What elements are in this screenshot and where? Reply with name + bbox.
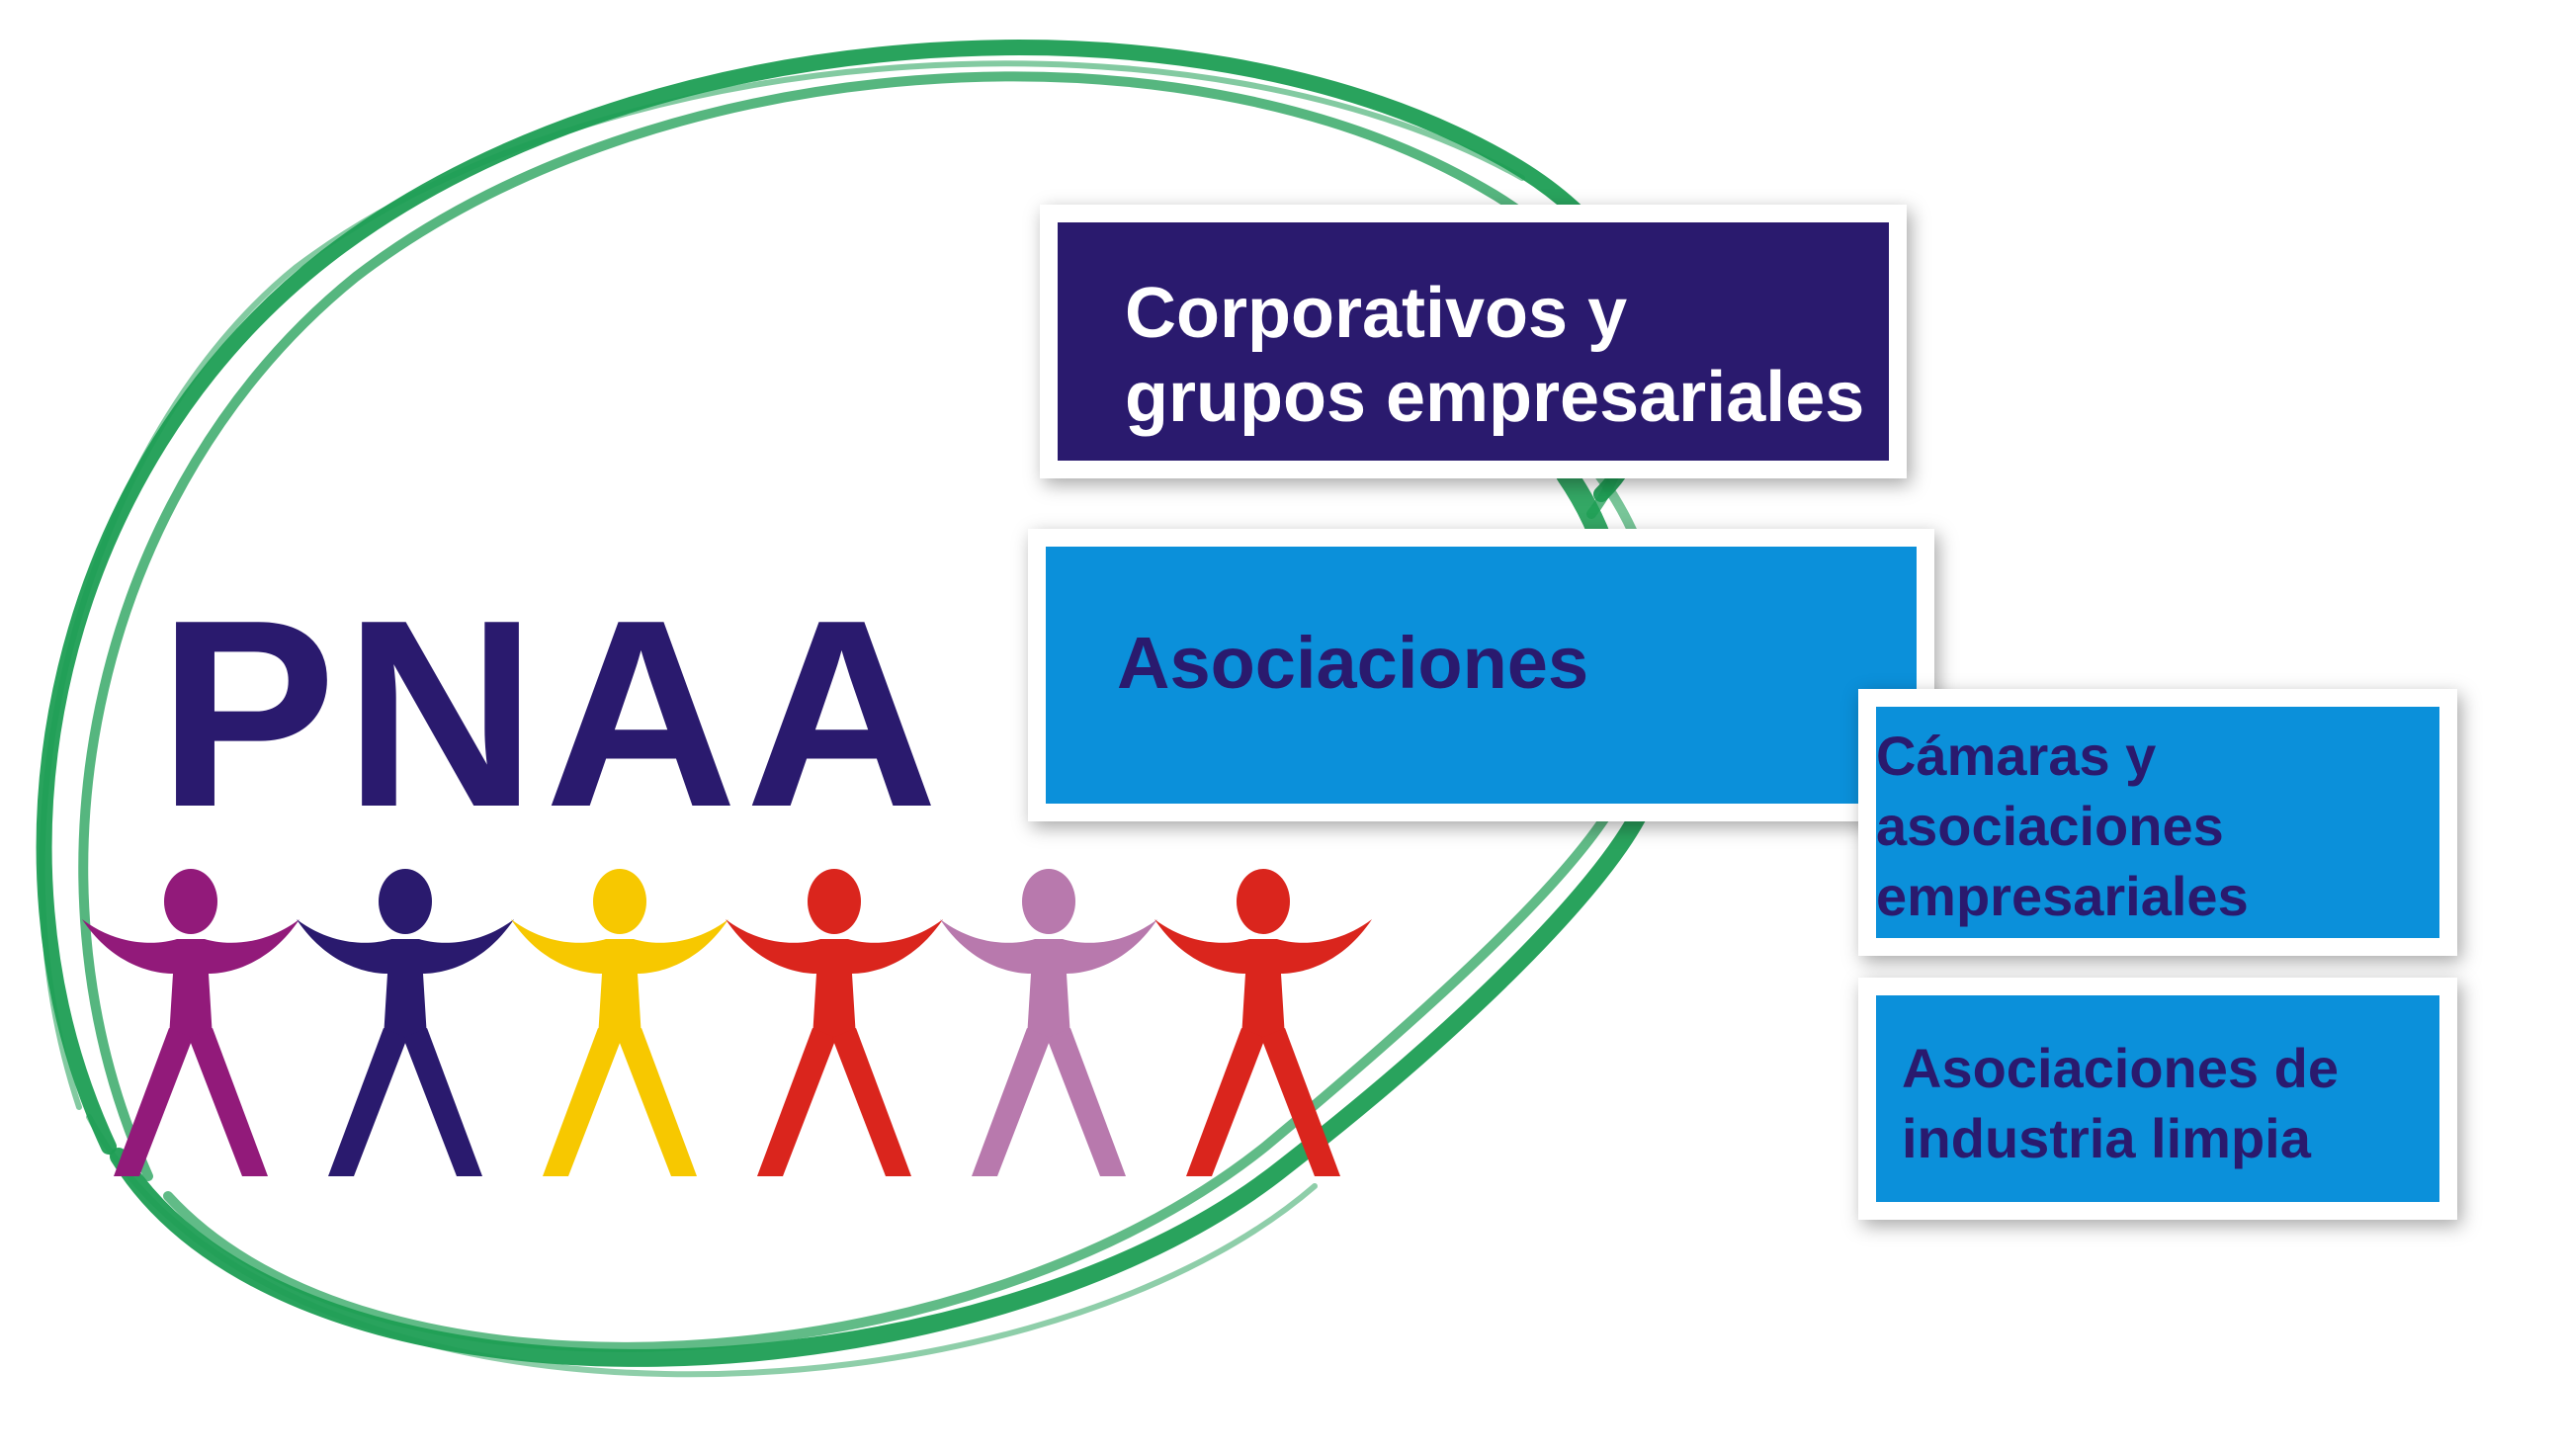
camaras-label: Cámaras y asociaciones empresariales — [1876, 725, 2249, 928]
camaras-box: Cámaras y asociaciones empresariales — [1858, 689, 2457, 956]
ring-stroke-5 — [163, 786, 1626, 1352]
ring-stroke-3 — [39, 60, 1525, 1110]
person-figure-icon — [726, 869, 943, 1176]
person-figure-icon — [1154, 869, 1372, 1176]
asociaciones-box: Asociaciones — [1028, 529, 1934, 821]
person-figure-icon — [511, 869, 728, 1176]
person-figure-icon — [297, 869, 514, 1176]
logo-wordmark: PNAA — [158, 565, 947, 863]
person-figure-icon — [940, 869, 1157, 1176]
industria-limpia-box: Asociaciones de industria limpia — [1858, 978, 2457, 1220]
asociaciones-label: Asociaciones — [1117, 622, 1589, 704]
industria-limpia-label: Asociaciones de industria limpia — [1902, 1037, 2339, 1170]
corporativos-label: Corporativos y grupos empresariales — [1125, 274, 1865, 437]
corporativos-box: Corporativos y grupos empresariales — [1040, 205, 1907, 478]
ring-stroke-6 — [86, 1114, 1318, 1378]
person-figure-icon — [82, 869, 299, 1176]
